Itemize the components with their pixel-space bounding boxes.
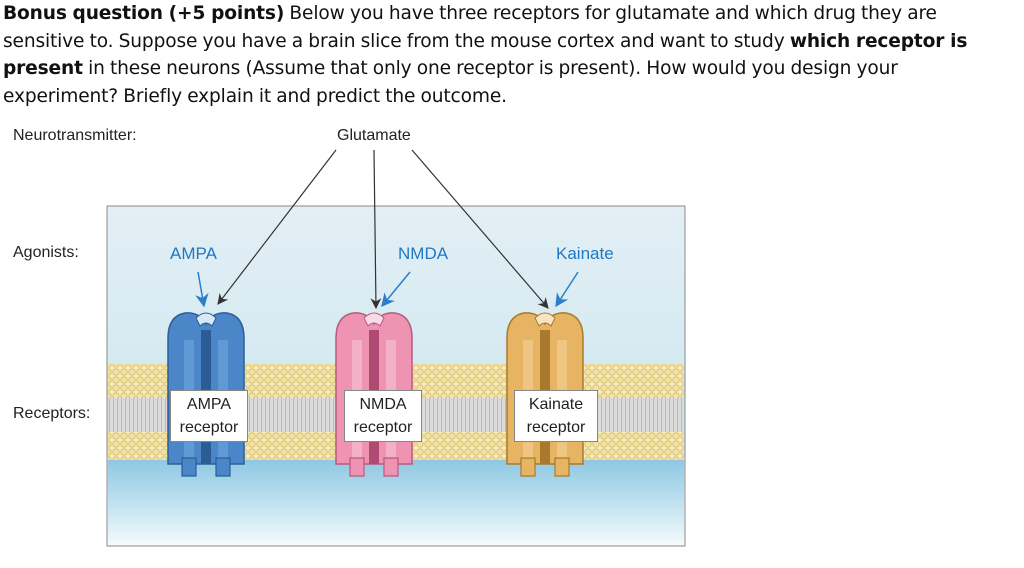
question-line-1: Bonus question (+5 points) Below you hav… [3, 3, 937, 24]
agonist-arrow-kainate [555, 271, 579, 308]
agonist-arrow-nmda [381, 271, 411, 308]
agonist-arrow-ampa [195, 271, 209, 308]
agonist-kainate: Kainate [556, 244, 614, 263]
receptor-label-kainate: Kainate receptor [514, 390, 598, 442]
receptors-label: Receptors: [13, 405, 91, 422]
question-title: Bonus question (+5 points) [3, 3, 285, 24]
agonist-ampa: AMPA [170, 244, 217, 263]
question-text: Bonus question (+5 points) Below you hav… [3, 0, 1021, 110]
agonist-arrows [195, 271, 579, 308]
question-line-3: present in these neurons (Assume that on… [3, 58, 898, 79]
receptor-label-nmda: NMDA receptor [344, 390, 422, 442]
glutamate-arrow-nmda [370, 149, 382, 310]
glutamate-arrow-ampa [217, 149, 337, 305]
glutamate-arrow-kainate [411, 149, 549, 309]
question-line-4: experiment? Briefly explain it and predi… [3, 85, 507, 107]
neurotransmitter-label: Neurotransmitter: [13, 127, 137, 144]
receptor-label-ampa: AMPA receptor [170, 390, 248, 442]
question-line-2: sensitive to. Suppose you have a brain s… [3, 30, 968, 52]
glutamate-arrows [217, 149, 549, 310]
agonist-nmda: NMDA [398, 244, 449, 263]
glutamate-label: Glutamate [337, 127, 411, 144]
agonists-label: Agonists: [13, 244, 79, 261]
